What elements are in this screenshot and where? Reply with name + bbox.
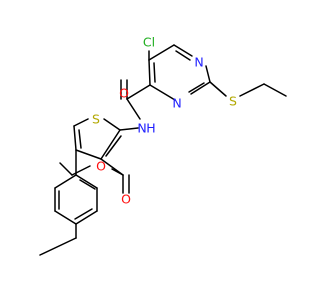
amide-nitrogen-label: N <box>137 121 146 136</box>
bond <box>73 118 89 127</box>
structure-canvas: Cl N N S O N H S O O <box>39 35 287 256</box>
bond <box>153 62 156 83</box>
bond <box>75 149 102 160</box>
bond <box>54 174 77 189</box>
amide-oxygen-label: O <box>119 86 129 101</box>
bond <box>100 129 121 160</box>
bond <box>59 162 73 176</box>
bond <box>175 50 191 61</box>
molecule-diagram: Cl N N S O N H S O O <box>39 35 287 256</box>
bond <box>239 83 265 97</box>
bond <box>188 82 205 93</box>
bond <box>75 174 98 189</box>
bond <box>73 125 77 151</box>
atom-label-layer: Cl N N S O N H S O O <box>92 35 237 207</box>
bond <box>75 210 98 225</box>
bond <box>71 165 91 176</box>
ester-oxygen-double-label: O <box>121 192 131 207</box>
bond <box>111 168 124 176</box>
bond <box>39 237 77 256</box>
bond <box>126 84 151 100</box>
bond <box>149 84 176 101</box>
bond <box>205 65 211 83</box>
bond <box>119 127 139 131</box>
chlorine-label: Cl <box>143 35 155 50</box>
bond <box>148 44 175 61</box>
amide-hydrogen-label: H <box>146 121 155 136</box>
ester-oxygen-single-label: O <box>96 159 106 174</box>
bond-layer <box>39 44 287 256</box>
bond <box>54 210 77 225</box>
bond <box>126 98 141 120</box>
bond <box>103 118 121 131</box>
bond <box>173 44 193 57</box>
bond <box>209 81 227 97</box>
pyrimidine-nitrogen-top-label: N <box>194 55 203 70</box>
bond <box>105 135 122 157</box>
thiophene-sulfur-label: S <box>92 112 100 127</box>
bond <box>190 81 211 95</box>
pyrimidine-nitrogen-bottom-label: N <box>172 96 181 111</box>
bond <box>74 208 93 220</box>
bond <box>79 179 96 190</box>
bond <box>78 129 82 149</box>
bond <box>148 59 151 86</box>
bond <box>263 83 287 97</box>
thioether-sulfur-label: S <box>229 94 237 109</box>
